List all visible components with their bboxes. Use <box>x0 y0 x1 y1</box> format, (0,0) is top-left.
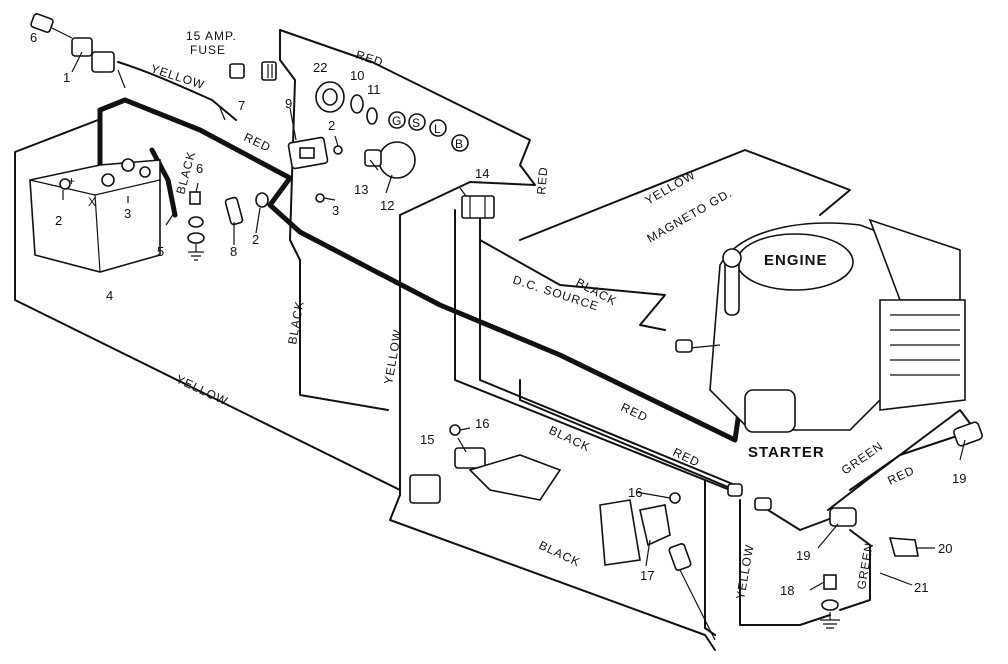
wire-red-loop-left <box>279 29 389 411</box>
part-number-6-ground: 6 <box>196 161 203 176</box>
part-number-19-right: 19 <box>952 471 966 486</box>
label-red-right: RED <box>534 166 550 195</box>
part-number-21: 21 <box>914 580 928 595</box>
part-number-5: 5 <box>157 244 164 259</box>
wire-green-lower <box>839 529 871 611</box>
wire-red-right <box>759 504 841 531</box>
label-yellow-top: YELLOW <box>149 62 207 93</box>
switch-terminal-l: L <box>434 122 442 136</box>
seal-22 <box>315 81 345 113</box>
wire-red-mid <box>479 209 736 486</box>
battery-plus-mark: + <box>68 174 76 188</box>
battery: + X <box>29 158 161 273</box>
label-red-top: RED <box>354 48 385 70</box>
part-number-13: 13 <box>354 182 368 197</box>
part-number-2-nut: 2 <box>252 232 259 247</box>
wire-black-source <box>479 239 666 331</box>
switch-terminal-s: S <box>412 116 421 130</box>
label-black-bottom: BLACK <box>537 538 583 569</box>
label-red-right-low: RED <box>885 463 917 488</box>
wire-red-lower <box>519 379 736 491</box>
part-number-17: 17 <box>640 568 654 583</box>
part-number-2-switch: 2 <box>328 118 335 133</box>
label-red-mid: RED <box>619 400 651 425</box>
battery-x-mark: X <box>88 195 97 209</box>
wire-black-bottom <box>389 494 716 651</box>
connector-19a <box>829 507 857 527</box>
part-number-12: 12 <box>380 198 394 213</box>
solenoid-15 <box>454 447 562 501</box>
part-number-8: 8 <box>230 244 237 259</box>
part-number-7: 7 <box>238 98 245 113</box>
nut-2c <box>255 192 269 208</box>
starter-label: STARTER <box>748 444 825 461</box>
plug-20 <box>888 537 919 557</box>
part-number-15: 15 <box>420 432 434 447</box>
fuse-label-fuse: FUSE <box>190 43 226 57</box>
label-black-left: BLACK <box>285 299 306 345</box>
connector-14 <box>461 195 495 219</box>
part-number-11: 11 <box>367 82 381 97</box>
engine-label: ENGINE <box>764 252 828 269</box>
wire-red-loop <box>279 29 536 496</box>
screw-16a <box>449 424 461 436</box>
part-number-18: 18 <box>780 583 794 598</box>
bracket-8 <box>224 196 244 226</box>
part-number-22: 22 <box>313 60 327 75</box>
wire-yellow-lower <box>739 499 831 626</box>
washer-10 <box>350 94 364 114</box>
part-number-16-upper: 16 <box>475 416 489 431</box>
screw-2a <box>333 145 343 155</box>
label-yellow-mid: YELLOW <box>381 328 405 386</box>
connector-19b <box>953 421 983 447</box>
part-number-4: 4 <box>106 288 113 303</box>
fuse <box>229 61 277 81</box>
part-number-20: 20 <box>938 541 952 556</box>
wire-green-right <box>827 409 976 511</box>
screw-3b <box>315 193 325 203</box>
fuse-label-amp: 15 AMP. <box>186 29 237 43</box>
label-yellow-lower: YELLOW <box>733 543 757 601</box>
terminal-right-mid <box>727 483 772 511</box>
part-number-callouts: 6 1 22 10 11 7 9 2 2 2 3 3 6 5 8 4 13 12… <box>30 30 966 598</box>
connector-6 <box>30 13 73 39</box>
label-black-battery: BLACK <box>173 149 198 195</box>
wire-yellow-outer <box>14 119 401 491</box>
interlock-switch-17 <box>599 499 716 641</box>
part-number-19-lower: 19 <box>796 548 810 563</box>
part-number-1: 1 <box>63 70 70 85</box>
ignition-switch: G S L B <box>364 111 469 179</box>
part-number-9: 9 <box>285 96 292 111</box>
connector-left-mid <box>409 474 441 504</box>
label-red-left: RED <box>242 130 274 155</box>
ground-bolt-18 <box>820 574 840 629</box>
relay-9 <box>287 136 329 170</box>
part-number-14: 14 <box>475 166 489 181</box>
part-number-10: 10 <box>350 68 364 83</box>
label-green-lower: GREEN <box>854 541 876 590</box>
part-number-16-lower: 16 <box>628 485 642 500</box>
screw-16b <box>669 492 681 504</box>
wire-black-mid <box>454 209 731 491</box>
wire-black-lower-right <box>704 479 716 636</box>
switch-terminal-b: B <box>455 137 464 151</box>
washer-11 <box>366 107 378 125</box>
part-number-2-battery: 2 <box>55 213 62 228</box>
label-yellow-bottom: YELLOW <box>174 372 231 408</box>
ground-bolt-6 <box>187 191 205 261</box>
connector-1 <box>71 37 115 73</box>
part-number-3-screw: 3 <box>332 203 339 218</box>
wire-yellow-top <box>117 61 237 121</box>
part-number-6-top: 6 <box>30 30 37 45</box>
cable-battery-starter <box>97 97 743 443</box>
wire-yellow-magneto <box>519 149 851 241</box>
switch-terminal-g: G <box>392 114 402 128</box>
part-number-3-battery: 3 <box>124 206 131 221</box>
engine: ENGINE <box>675 218 966 433</box>
